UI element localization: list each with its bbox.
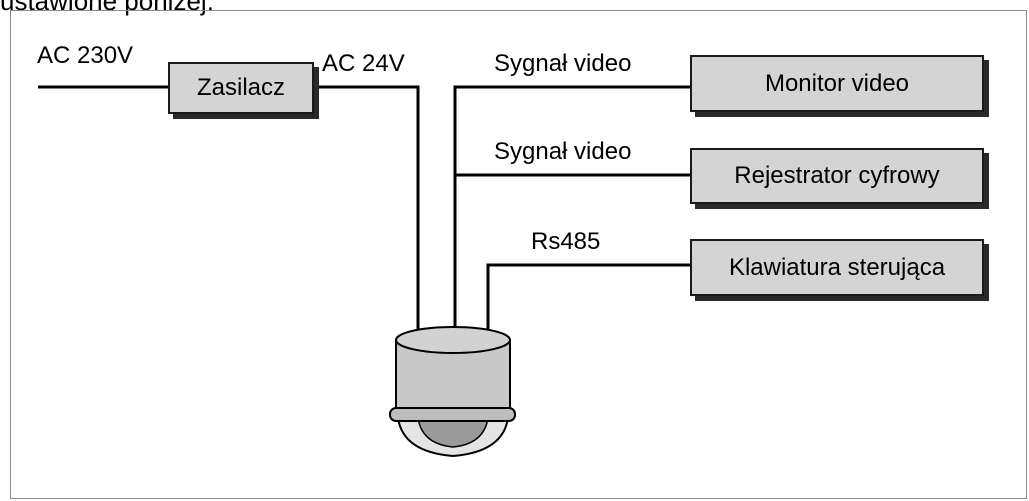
digital-recorder-box: Rejestrator cyfrowy — [690, 148, 984, 204]
ac24-line — [318, 85, 420, 330]
rs485-line — [486, 263, 690, 330]
ac230-label: AC 230V — [37, 42, 134, 69]
ac24-label: AC 24V — [322, 50, 405, 77]
rs485-label: Rs485 — [531, 228, 601, 255]
page-caption: ustawione poniżej: — [0, 0, 214, 16]
video-monitor-box: Monitor video — [690, 55, 984, 112]
video-trunk-line — [453, 85, 690, 330]
diagram-frame — [10, 10, 1027, 499]
control-keyboard-box: Klawiatura sterująca — [690, 239, 984, 296]
power-supply-box: Zasilacz — [168, 62, 314, 114]
dome-camera-icon — [389, 326, 516, 458]
video-signal-label-1: Sygnał video — [494, 50, 632, 77]
video-signal-label-2: Sygnał video — [494, 138, 632, 165]
